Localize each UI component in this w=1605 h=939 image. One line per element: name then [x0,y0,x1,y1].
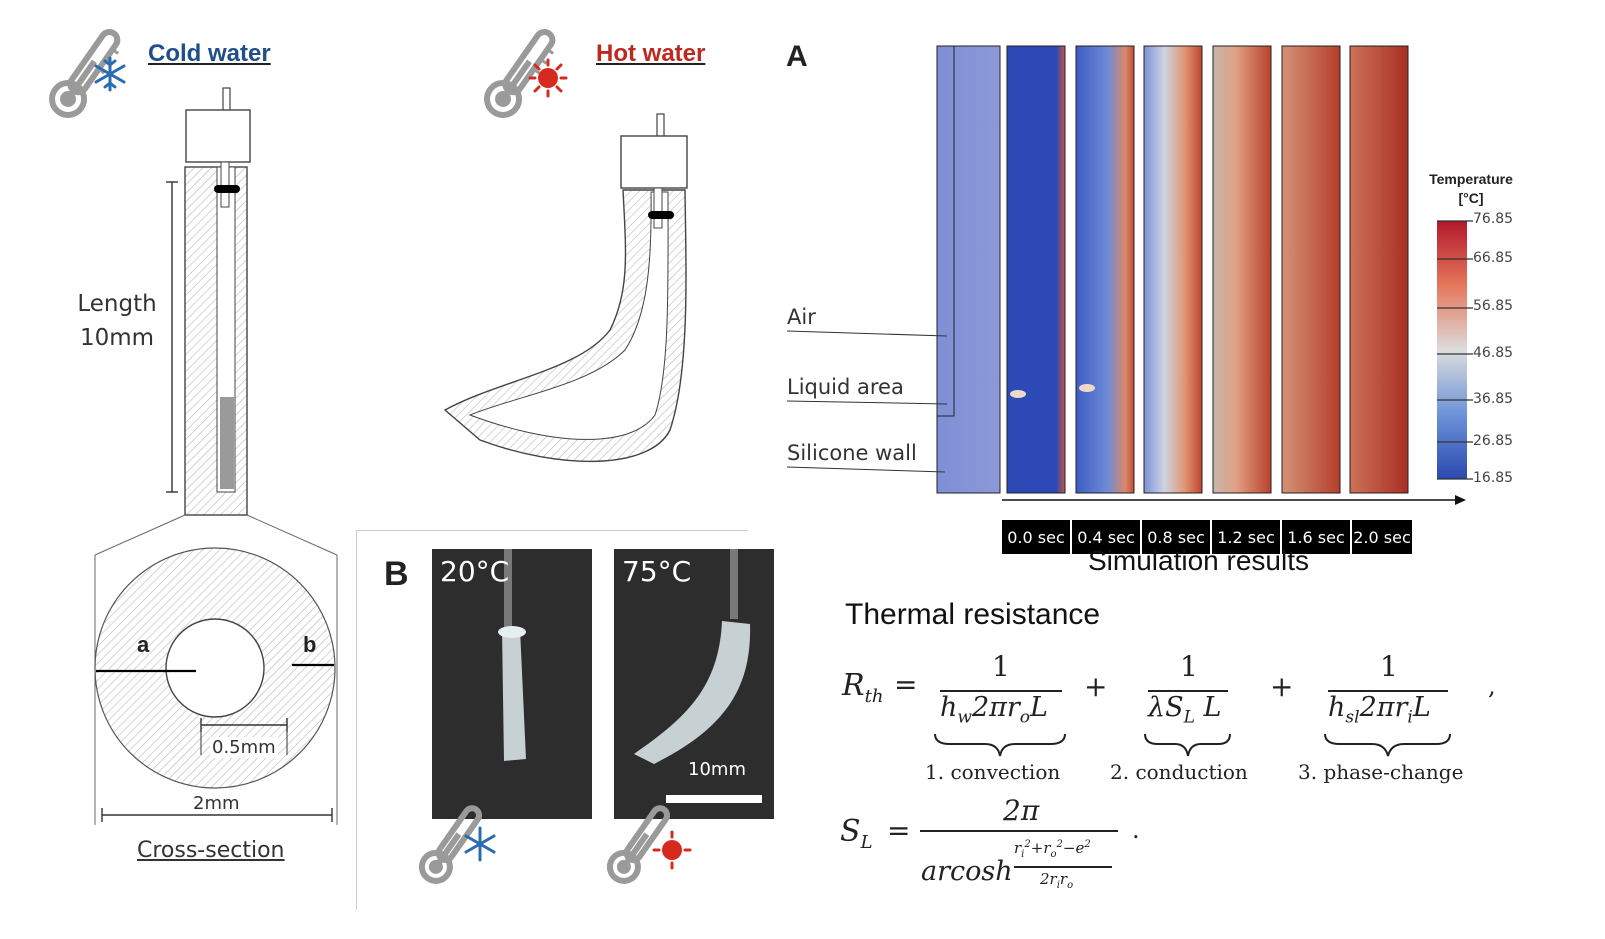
inner-diameter-label: 0.5mm [210,737,278,758]
colorbar-tick-6: 16.85 [1473,470,1514,486]
time-label-2: 0.8 sec [1142,520,1210,554]
colorbar-tick-1: 66.85 [1473,250,1514,266]
simulation-caption: Simulation results [1088,545,1309,576]
panel-b-letter: B [384,555,409,593]
colorbar-tick-2: 56.85 [1473,298,1514,314]
length-label: Length 10mm [77,291,157,351]
term3-numerator: 1 [1380,650,1398,683]
arcosh-denominator: 2riro [1040,870,1074,891]
simulation-strips [786,45,1466,505]
annotation-silicone-wall: Silicone wall [787,441,917,465]
label-a: a [137,632,150,657]
term1-fraction-bar [940,690,1062,692]
term2-numerator: 1 [1180,650,1198,683]
term3-denominator: hsl2πriL [1328,692,1431,728]
snowflake-icon-b [464,826,496,862]
time-label-5: 2.0 sec [1352,520,1412,554]
term1-numerator: 1 [992,650,1010,683]
colorbar-tick-0: 76.85 [1473,211,1514,227]
colorbar-tick-3: 46.85 [1473,345,1514,361]
arcosh-label: arcosh [921,856,1013,887]
hot-thermometer-icon-b [606,805,671,884]
photo-scale-label: 10mm [688,759,746,780]
hot-water-title: Hot water [596,40,706,67]
term3-fraction-bar [1328,690,1448,692]
snowflake-icon [94,56,126,92]
photo-cold-temp: 20°C [440,555,510,588]
colorbar-tick-5: 26.85 [1473,433,1514,449]
underbraces [934,733,1451,757]
brace-label-conduction: 2. conduction [1110,760,1248,784]
panel-b-border-top [356,530,748,531]
sun-icon-b [652,830,692,870]
time-label-4: 1.6 sec [1282,520,1350,554]
arcosh-fraction-bar [1014,866,1112,868]
panel-b-border-left [356,530,357,910]
outer-diameter-label: 2mm [193,793,240,814]
r-equals: = [894,668,918,701]
s-equals: = [887,814,911,847]
sun-icon [528,58,568,98]
plus-2: + [1270,670,1294,703]
photo-hot: 75°C 10mm [614,549,774,819]
cold-thermometer-icon [49,28,121,118]
label-b: b [303,632,317,657]
panel-a-letter: A [786,40,808,73]
plus-1: + [1084,670,1108,703]
annotation-liquid-area: Liquid area [787,375,904,399]
colorbar-title: Temperature [°C] [1429,171,1513,206]
term2-denominator: λSL L [1148,692,1222,728]
cross-section-caption: Cross-section [137,838,285,863]
cold-thermometer-icon-b [418,805,483,884]
thermal-resistance-heading: Thermal resistance [845,598,1101,631]
bent-actuator-diagram [443,113,688,463]
brace-label-phase-change: 3. phase-change [1298,760,1464,784]
annotation-air: Air [787,305,816,329]
s-l-lhs: SL [840,814,873,853]
s-numerator: 2π [1003,794,1040,827]
colorbar [1437,220,1473,480]
time-label-1: 0.4 sec [1072,520,1140,554]
brace-label-convection: 1. convection [925,760,1061,784]
hot-thermometer-icon [484,28,556,118]
comma: , [1488,672,1496,700]
period: . [1132,816,1140,844]
r-th-lhs: Rth [842,668,884,707]
colorbar-tick-4: 36.85 [1473,391,1514,407]
cold-water-title: Cold water [148,40,271,67]
straight-actuator-diagram [94,87,338,825]
term1-denominator: hw2πroL [940,692,1048,728]
time-label-3: 1.2 sec [1212,520,1280,554]
arcosh-numerator: ri2+ro2−e2 [1014,839,1091,860]
term2-fraction-bar [1148,690,1228,692]
photo-cold: 20°C [432,549,592,819]
s-fraction-bar [920,830,1118,832]
photo-hot-temp: 75°C [622,555,692,588]
time-label-0: 0.0 sec [1002,520,1070,554]
